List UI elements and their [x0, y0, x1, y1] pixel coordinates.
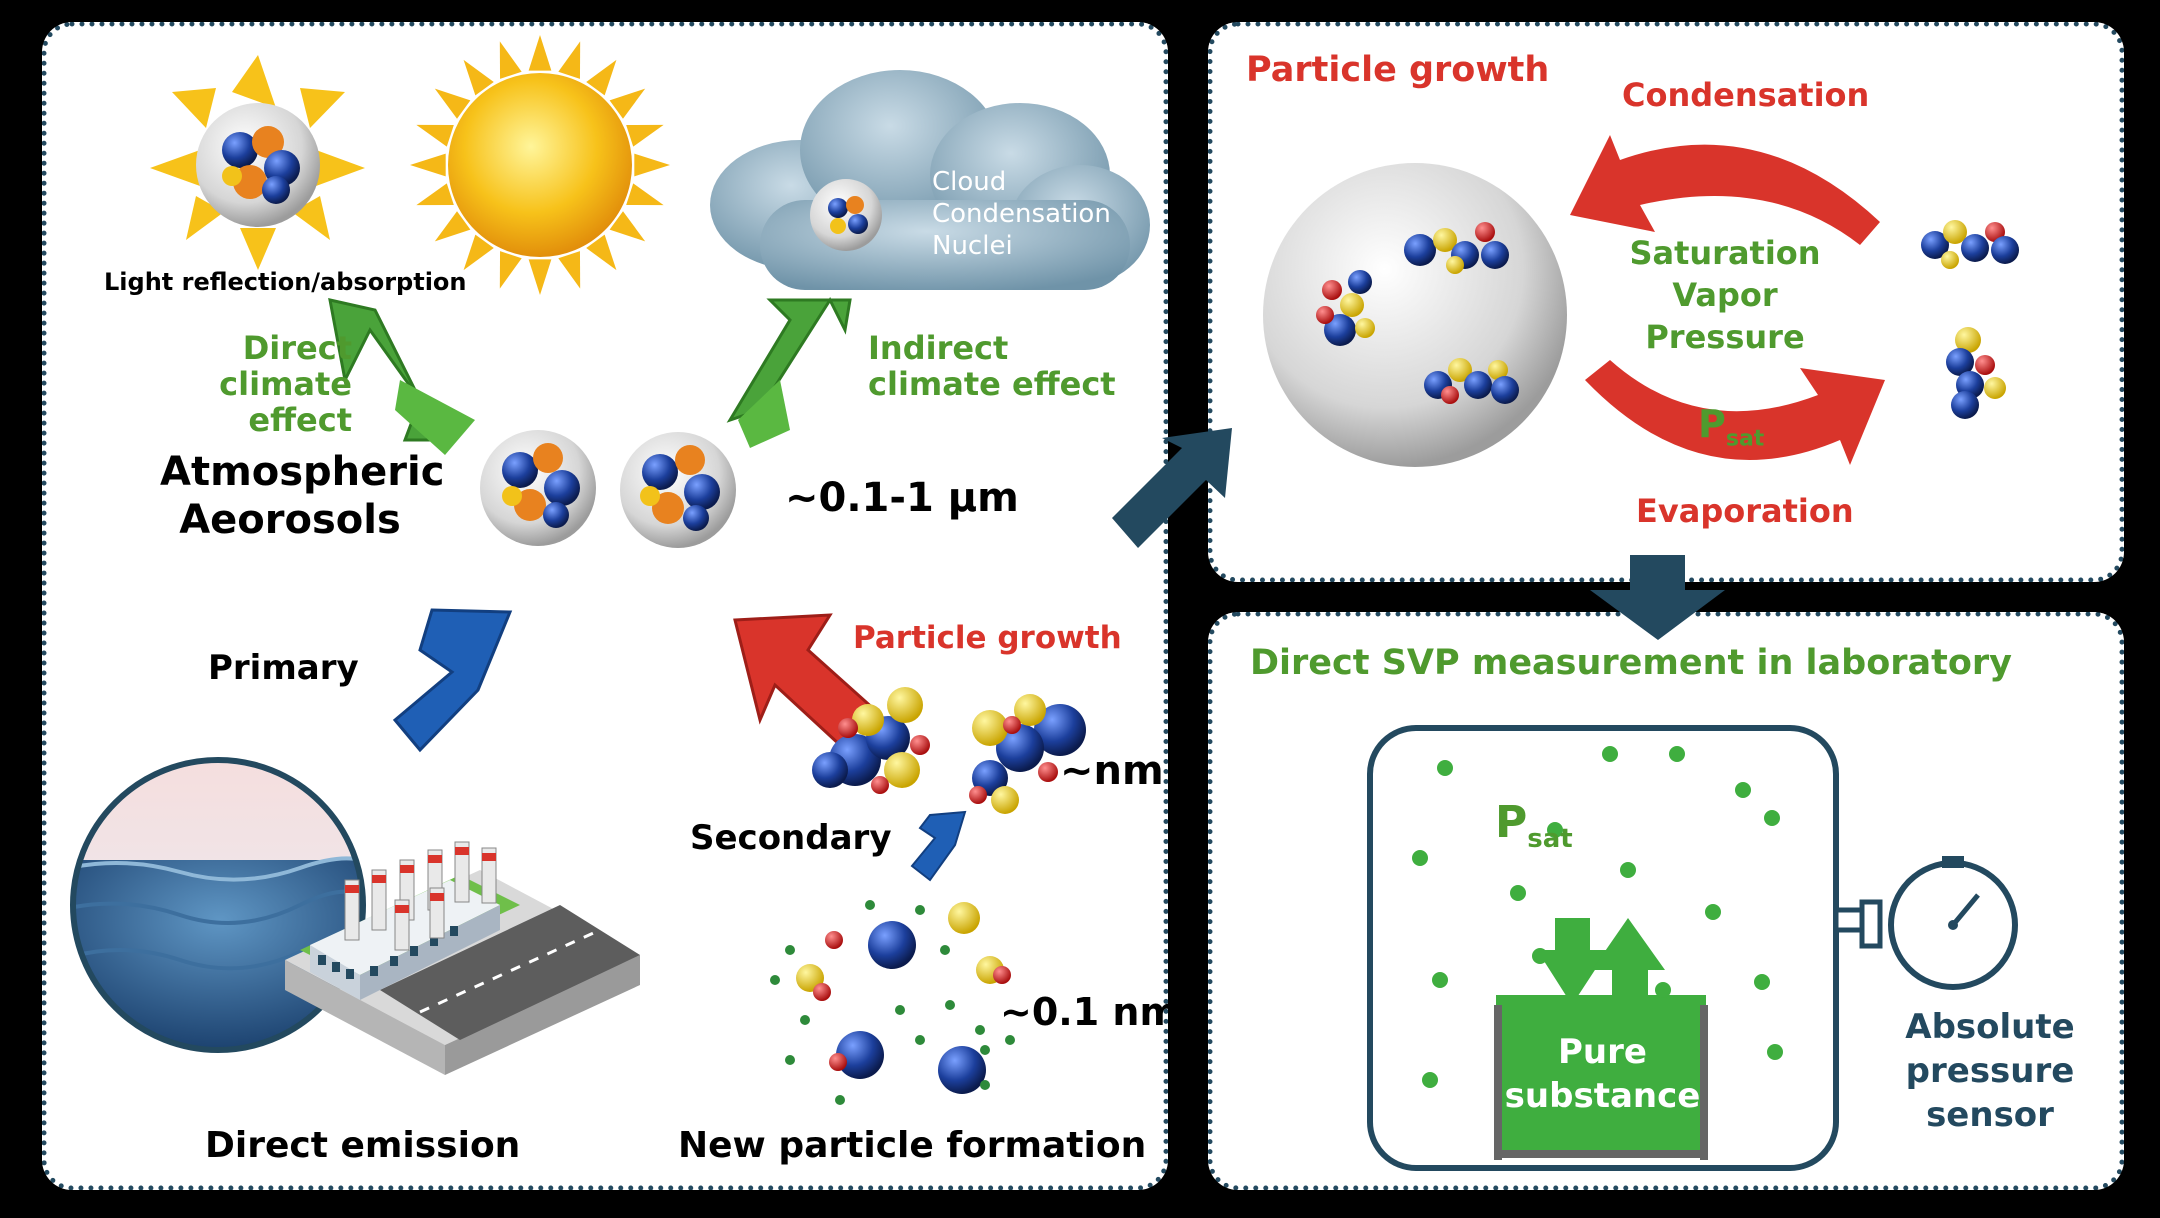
particle-growth-title: Particle growth [1246, 50, 1550, 90]
psat-subscript: sat [1725, 426, 1765, 452]
molecule-cluster-icon [969, 694, 1086, 814]
lab-psat-subscript: sat [1527, 823, 1573, 854]
psat-p: P [1698, 402, 1726, 446]
lab-psat-symbol: Psat [1495, 746, 1573, 854]
sun-ray [416, 183, 454, 206]
sun-ray [463, 59, 494, 96]
sun-ray [410, 153, 446, 177]
aerosol-particle-icon [620, 432, 736, 548]
sun-icon [410, 35, 670, 295]
sun-ray [434, 211, 471, 242]
sun-ray [463, 234, 494, 271]
sun-ray [609, 88, 646, 119]
cloud-icon [710, 70, 1150, 290]
sun-ray [558, 41, 581, 79]
sun-ray [634, 153, 670, 177]
evaporation-arrow-icon [1585, 360, 1885, 465]
light-reflection-label: Light reflection/absorption [104, 268, 467, 296]
lab-measurement-title: Direct SVP measurement in laboratory [1250, 643, 2013, 683]
saturation-vapor-pressure-label: Saturation Vapor Pressure [1629, 234, 1821, 356]
sun-ray [626, 124, 664, 147]
sun-ray [528, 35, 552, 71]
aerosol-molecule-icon [222, 126, 300, 204]
lab-psat-p: P [1495, 797, 1528, 848]
primary-label: Primary [208, 648, 359, 688]
particle-growth-label: Particle growth [853, 620, 1122, 656]
measurement-chamber-icon [1367, 725, 1839, 1171]
indirect-climate-effect-label: Indirect climate effect [868, 329, 1116, 403]
pure-substance-label: Pure substance [1504, 1032, 1701, 1116]
ocean-icon [70, 757, 366, 1053]
vapor-molecule-icon [1921, 220, 2019, 269]
sun-ray [499, 251, 522, 289]
atmospheric-aerosols-label: Atmospheric Aeorosols [160, 449, 445, 543]
sun-ray [528, 259, 552, 295]
sun-ray [609, 211, 646, 242]
condensation-label: Condensation [1622, 76, 1870, 114]
sun-ray [586, 59, 617, 96]
down-arrow-icon [1590, 555, 1725, 640]
new-particle-formation-label: New particle formation [678, 1125, 1147, 1166]
gas-molecules-icon [770, 900, 1015, 1105]
aerosol-particle-icon [480, 430, 596, 546]
secondary-label: Secondary [690, 818, 892, 858]
direct-emission-label: Direct emission [205, 1125, 521, 1166]
sun-disc [448, 73, 632, 257]
pressure-gauge-icon [1833, 856, 2018, 990]
sun-ray [626, 183, 664, 206]
evaporation-label: Evaporation [1636, 492, 1854, 530]
indirect-effect-arrow-icon [726, 296, 852, 448]
primary-arrow-icon [392, 608, 513, 753]
condensation-arrow-icon [1570, 135, 1880, 245]
psat-symbol: Psat [1698, 358, 1764, 452]
small-sun-icon [150, 55, 365, 270]
sun-ray [558, 251, 581, 289]
size-nm-label: ~nm [1060, 748, 1164, 794]
sun-ray [434, 88, 471, 119]
flow-arrow-icon [1112, 428, 1232, 548]
size-01nm-label: ~0.1 nm [1000, 990, 1180, 1034]
factory-icon [285, 841, 640, 1075]
sun-ray [499, 41, 522, 79]
sun-ray [416, 124, 454, 147]
size-micron-label: ~0.1-1 µm [785, 475, 1019, 521]
sun-ray [586, 234, 617, 271]
direct-climate-effect-label: Direct climate effect [219, 329, 352, 439]
secondary-arrow-icon [910, 810, 967, 882]
cloud-condensation-nuclei-label: Cloud Condensation Nuclei [932, 167, 1111, 261]
large-particle-icon [1263, 163, 1567, 467]
molecule-cluster-icon [812, 687, 930, 794]
pressure-sensor-label: Absolute pressure sensor [1905, 1007, 2075, 1135]
vapor-molecule-icon [1946, 327, 2006, 419]
direct-effect-arrow-icon [328, 298, 475, 455]
